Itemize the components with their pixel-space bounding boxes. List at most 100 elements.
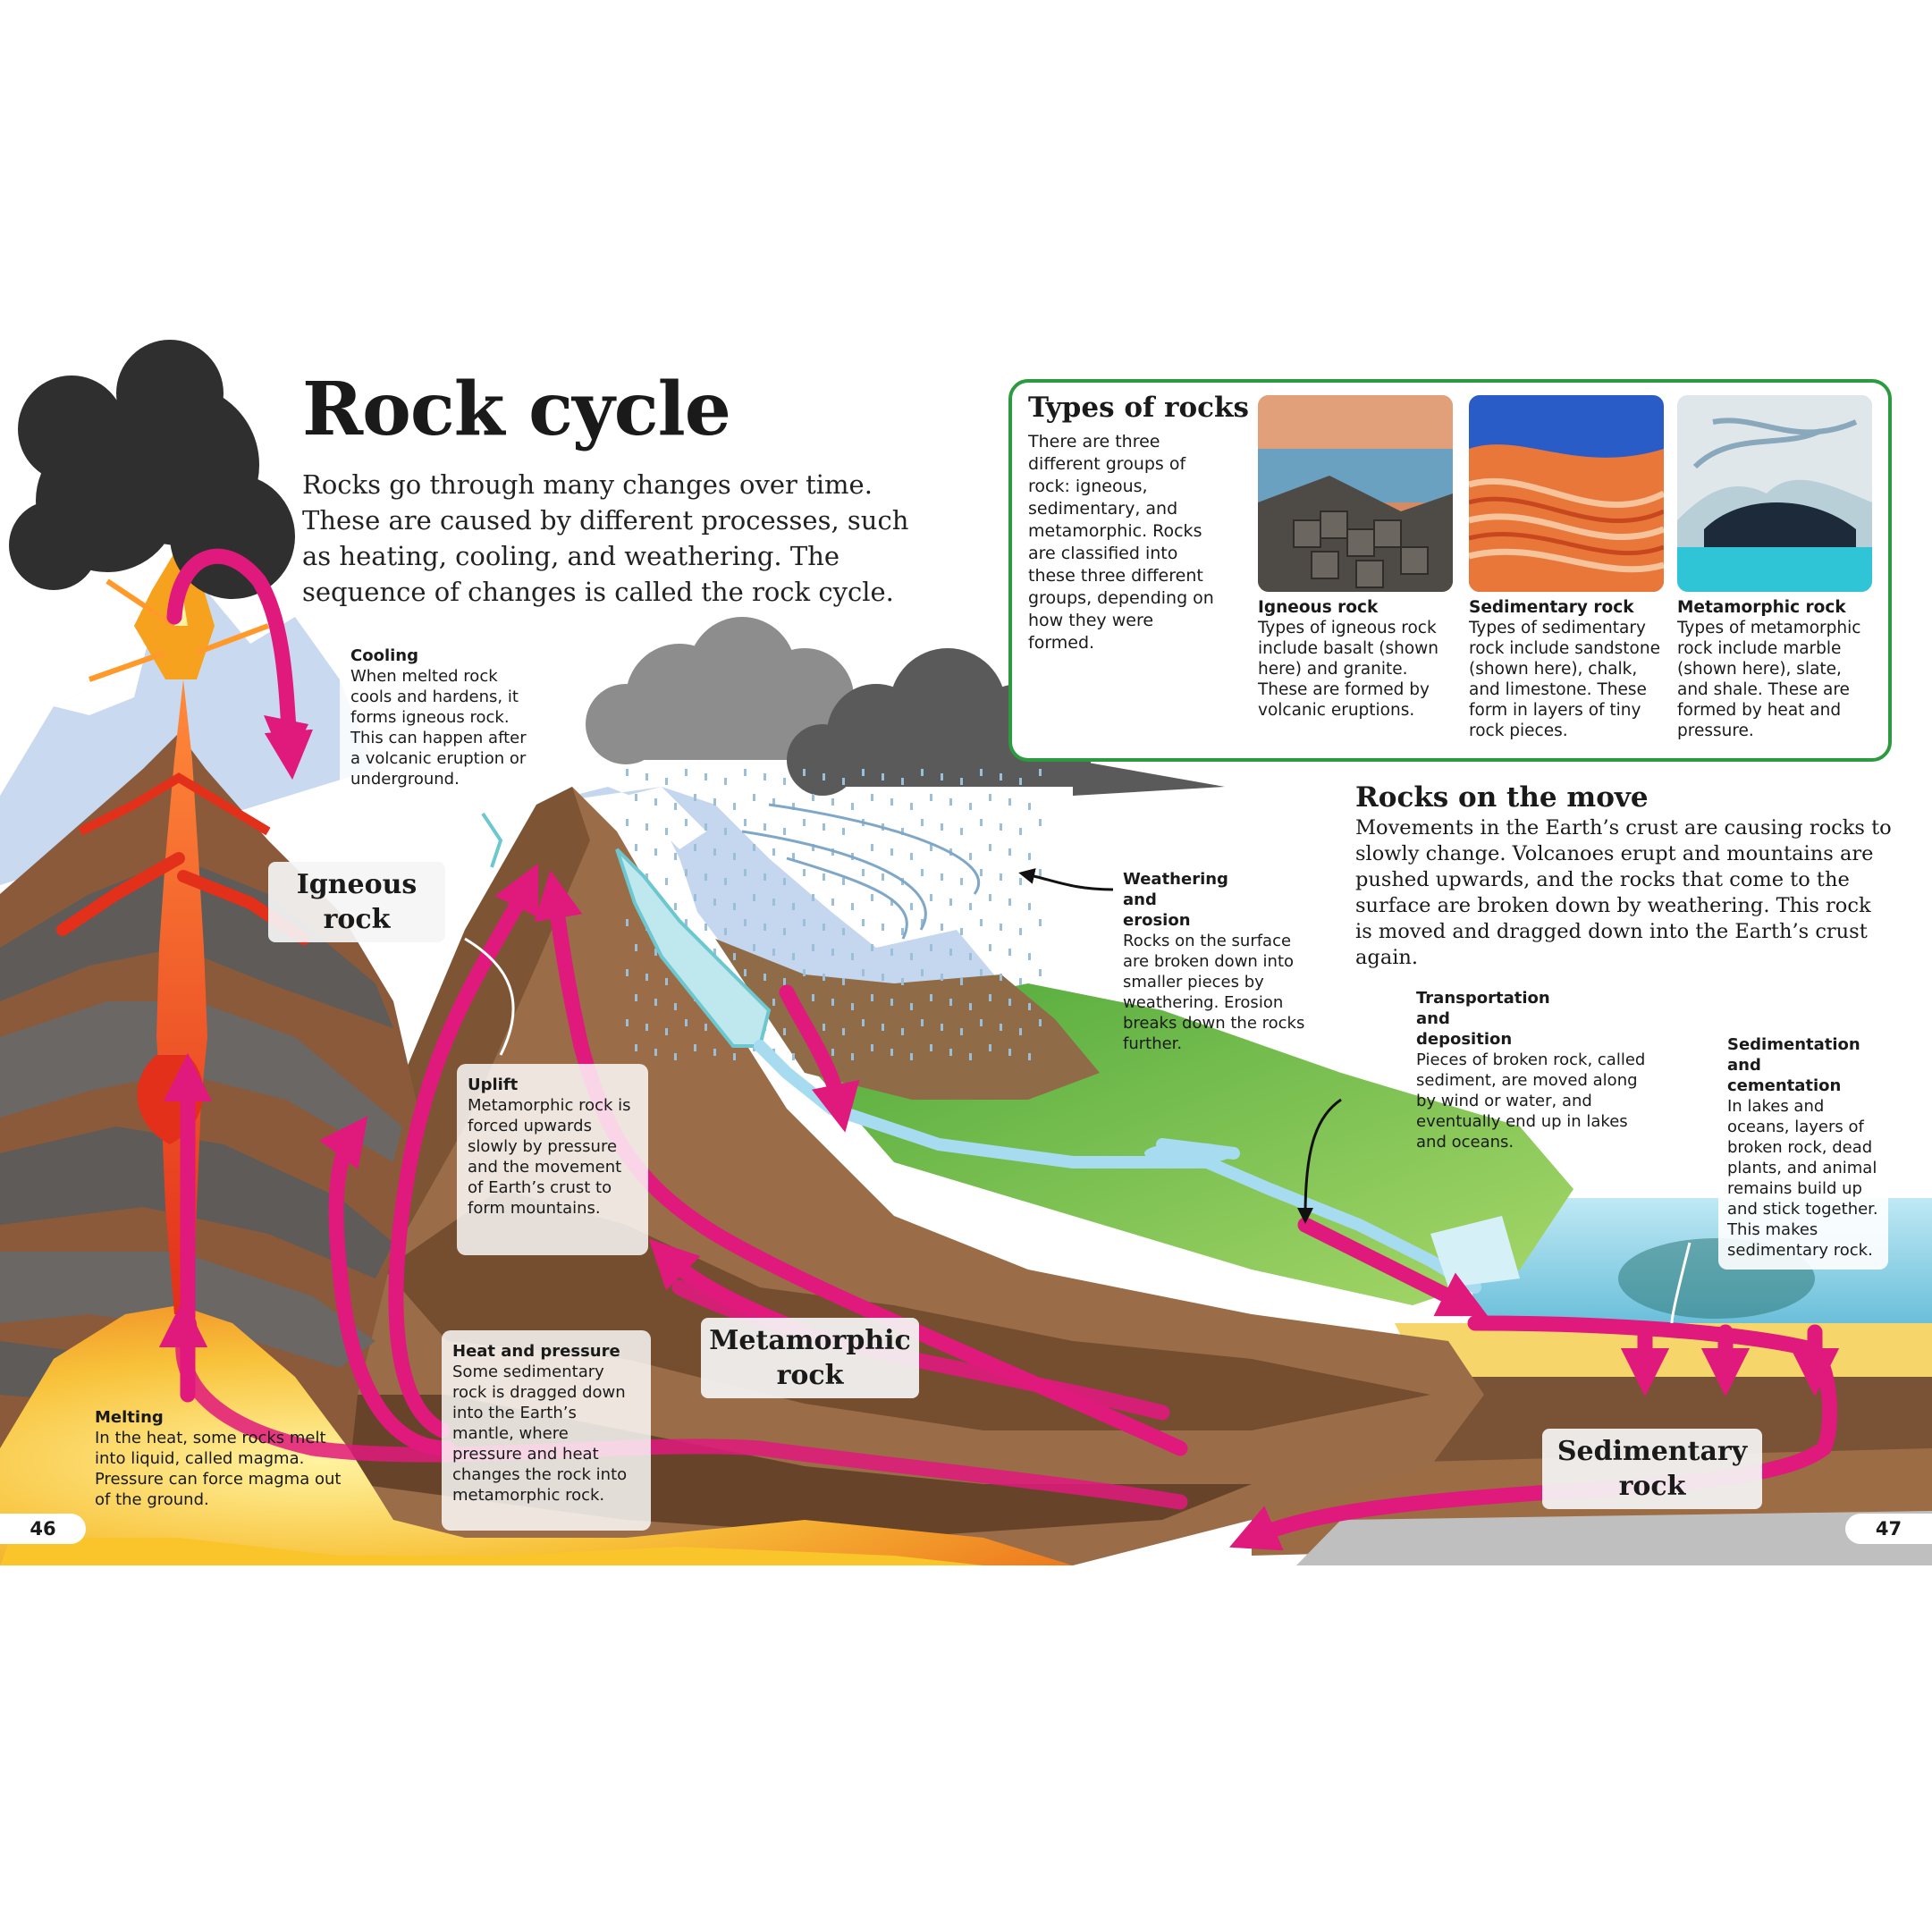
rain-drop [890, 899, 893, 906]
types-title: Types of rocks [1028, 392, 1249, 424]
rain-drop [704, 924, 707, 931]
rain-drop [1019, 878, 1022, 885]
rain-drop [862, 869, 865, 876]
rain-drop [910, 853, 913, 860]
rain-drop [772, 949, 775, 956]
wind-lines [741, 803, 981, 940]
rain-drop [626, 1019, 629, 1026]
rain-drop [783, 778, 786, 785]
rain-drop [1000, 873, 1002, 881]
rain-drop [831, 949, 834, 956]
rain-drop [635, 794, 637, 801]
rain-drop [694, 794, 696, 801]
transportation-text: Pieces of broken rock, called sediment, … [1416, 1050, 1646, 1152]
rain-drop [783, 828, 786, 835]
rain-drop [882, 974, 884, 981]
rain-drop [901, 1028, 904, 1035]
rain-drop [910, 953, 913, 960]
rain-drop [713, 1049, 716, 1056]
move-title: Rocks on the move [1355, 781, 1649, 814]
rain-drop [812, 944, 814, 951]
arrow-icon [1018, 868, 1342, 1224]
rain-drop [862, 919, 865, 926]
rain-drop [921, 819, 924, 826]
sandstone-photo [1469, 395, 1664, 592]
rain-drop [921, 1019, 924, 1026]
rain-drop [890, 1049, 893, 1056]
rain-drop [949, 798, 952, 806]
rain-drop [626, 969, 629, 976]
rain-drop [989, 1044, 991, 1051]
rain-drop [941, 924, 943, 931]
rain-drop [792, 803, 795, 810]
rain-drop [744, 969, 747, 976]
rain-drop [803, 919, 806, 926]
rain-drop [674, 1053, 677, 1060]
rain-drop [685, 919, 688, 926]
rain-drop [783, 878, 786, 885]
metamorphic-caption-heading: Metamorphic rock [1677, 598, 1846, 617]
rain-drop [753, 844, 755, 851]
rain-drop [1028, 803, 1031, 810]
rain-drop [674, 903, 677, 910]
rain-drop [842, 928, 845, 935]
rain-drop [960, 928, 963, 935]
rain-drop [724, 928, 727, 935]
rain-drop [1039, 819, 1042, 826]
weathering-caption: Weathering and erosion Rocks on the surf… [1123, 869, 1320, 1054]
rain-drop [831, 999, 834, 1006]
sedimentary-caption: Sedimentary rock Types of sedimentary ro… [1469, 597, 1670, 741]
rain-drop [941, 773, 943, 780]
rain-drop [753, 944, 755, 951]
sedimentation-caption: Sedimentation and cementation In lakes a… [1718, 1033, 1888, 1270]
rain-drop [851, 903, 854, 910]
rain-drop [733, 853, 736, 860]
rain-drop [1000, 974, 1002, 981]
igneous-caption-heading: Igneous rock [1258, 598, 1379, 617]
rain-drop [665, 828, 668, 835]
page-number-left: 46 [0, 1514, 86, 1544]
rain-drop [823, 773, 825, 780]
metamorphic-rock-label: Metamorphic rock [701, 1318, 919, 1398]
rain-drop [1008, 1049, 1011, 1056]
cooling-caption: Cooling When melted rock cools and harde… [340, 637, 540, 798]
melting-text: In the heat, some rocks melt into liquid… [95, 1429, 342, 1509]
rain-drop [764, 974, 766, 981]
rain-drop [744, 919, 747, 926]
rain-drop [960, 1028, 963, 1035]
move-text: Movements in the Earth’s crust are causi… [1355, 816, 1892, 969]
rain-drop [713, 848, 716, 856]
rain-drop [665, 878, 668, 885]
rain-drop [645, 1024, 648, 1031]
rain-drop [842, 828, 845, 835]
melting-caption: Melting In the heat, some rocks melt int… [95, 1407, 345, 1510]
rain-drop [1019, 1028, 1022, 1035]
rain-drop [989, 794, 991, 801]
page-title: Rock cycle [302, 367, 731, 452]
rain-drop [980, 919, 983, 926]
igneous-caption: Igneous rock Types of igneous rock inclu… [1258, 597, 1459, 721]
rain-drop [733, 903, 736, 910]
rain-drop [901, 978, 904, 985]
sedimentation-text: In lakes and oceans, layers of broken ro… [1727, 1097, 1878, 1260]
rain-drop [1019, 928, 1022, 935]
rain-drop [654, 1049, 657, 1056]
rain-drop [803, 819, 806, 826]
rain-drop [1039, 919, 1042, 926]
page-number-right: 47 [1845, 1514, 1932, 1544]
rain-drop [871, 1044, 873, 1051]
rain-drop [941, 873, 943, 881]
rain-drop [823, 873, 825, 881]
rain-drop [980, 969, 983, 976]
smoke-cloud [9, 340, 295, 599]
sedimentary-caption-heading: Sedimentary rock [1469, 598, 1634, 617]
rain-drop [910, 1003, 913, 1010]
rain-drop [969, 953, 972, 960]
rain-drop [949, 999, 952, 1006]
rain-drop [960, 978, 963, 985]
rain-drop [969, 903, 972, 910]
rain-drop [910, 903, 913, 910]
rain-drop [674, 803, 677, 810]
rain-drop [890, 848, 893, 856]
basalt-photo [1258, 395, 1453, 592]
